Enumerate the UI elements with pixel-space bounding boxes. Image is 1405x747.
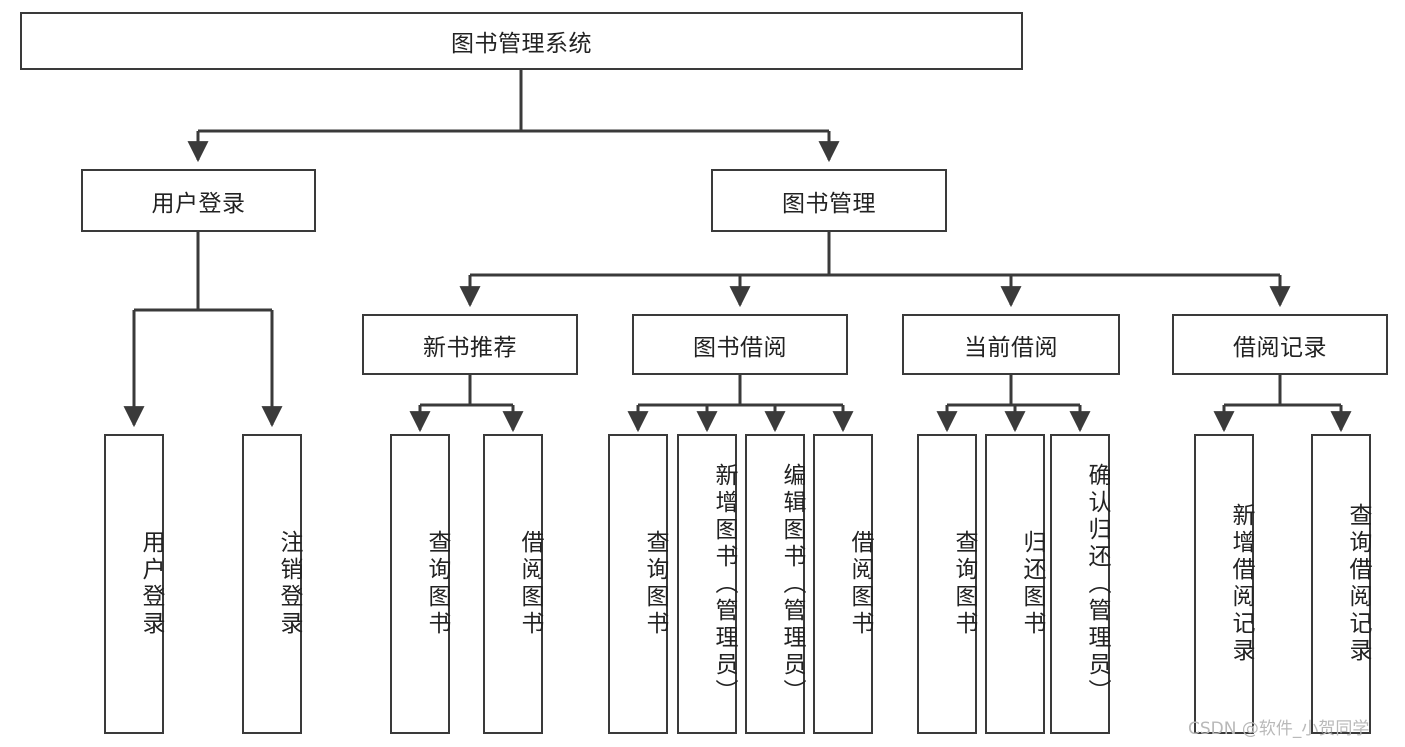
leaf-query-book-2-label: 查询图书 <box>642 530 668 638</box>
leaf-user-login-label: 用户登录 <box>138 530 164 638</box>
leaf-query-book-1[interactable]: 查询图书 <box>390 434 450 734</box>
leaf-borrow-book-1-label: 借阅图书 <box>517 530 543 638</box>
leaf-add-record[interactable]: 新增借阅记录 <box>1194 434 1254 734</box>
leaf-query-book-2[interactable]: 查询图书 <box>608 434 668 734</box>
leaf-borrow-book-2-label: 借阅图书 <box>847 530 873 638</box>
node-user-login-label: 用户登录 <box>151 190 246 217</box>
leaf-query-book-1-label: 查询图书 <box>424 530 450 638</box>
leaf-user-login[interactable]: 用户登录 <box>104 434 164 734</box>
leaf-add-record-label: 新增借阅记录 <box>1228 503 1254 665</box>
leaf-return-book-label: 归还图书 <box>1019 530 1045 638</box>
node-root-label: 图书管理系统 <box>451 31 592 57</box>
node-book-borrow[interactable]: 图书借阅 <box>632 314 848 375</box>
leaf-confirm-return-label: 确认归还（管理员） <box>1084 462 1110 706</box>
leaf-edit-book[interactable]: 编辑图书（管理员） <box>745 434 805 734</box>
node-current-borrow-label: 当前借阅 <box>964 334 1058 361</box>
node-new-book-recommend-label: 新书推荐 <box>423 334 517 361</box>
leaf-logout-login-label: 注销登录 <box>276 530 302 638</box>
leaf-logout-login[interactable]: 注销登录 <box>242 434 302 734</box>
leaf-query-book-3[interactable]: 查询图书 <box>917 434 977 734</box>
node-root[interactable]: 图书管理系统 <box>20 12 1023 70</box>
leaf-return-book[interactable]: 归还图书 <box>985 434 1045 734</box>
leaf-confirm-return[interactable]: 确认归还（管理员） <box>1050 434 1110 734</box>
node-book-manage[interactable]: 图书管理 <box>711 169 947 232</box>
node-current-borrow[interactable]: 当前借阅 <box>902 314 1120 375</box>
node-borrow-record[interactable]: 借阅记录 <box>1172 314 1388 375</box>
watermark: CSDN @软件_小贺同学 <box>1188 719 1370 739</box>
node-book-manage-label: 图书管理 <box>782 190 876 217</box>
node-book-borrow-label: 图书借阅 <box>693 334 787 361</box>
leaf-add-book[interactable]: 新增图书（管理员） <box>677 434 737 734</box>
node-user-login[interactable]: 用户登录 <box>81 169 316 232</box>
leaf-edit-book-label: 编辑图书（管理员） <box>779 462 805 706</box>
leaf-query-record-label: 查询借阅记录 <box>1345 503 1371 665</box>
leaf-query-book-3-label: 查询图书 <box>951 530 977 638</box>
leaf-borrow-book-2[interactable]: 借阅图书 <box>813 434 873 734</box>
node-new-book-recommend[interactable]: 新书推荐 <box>362 314 578 375</box>
leaf-add-book-label: 新增图书（管理员） <box>711 462 737 706</box>
node-borrow-record-label: 借阅记录 <box>1233 334 1327 361</box>
leaf-borrow-book-1[interactable]: 借阅图书 <box>483 434 543 734</box>
leaf-query-record[interactable]: 查询借阅记录 <box>1311 434 1371 734</box>
